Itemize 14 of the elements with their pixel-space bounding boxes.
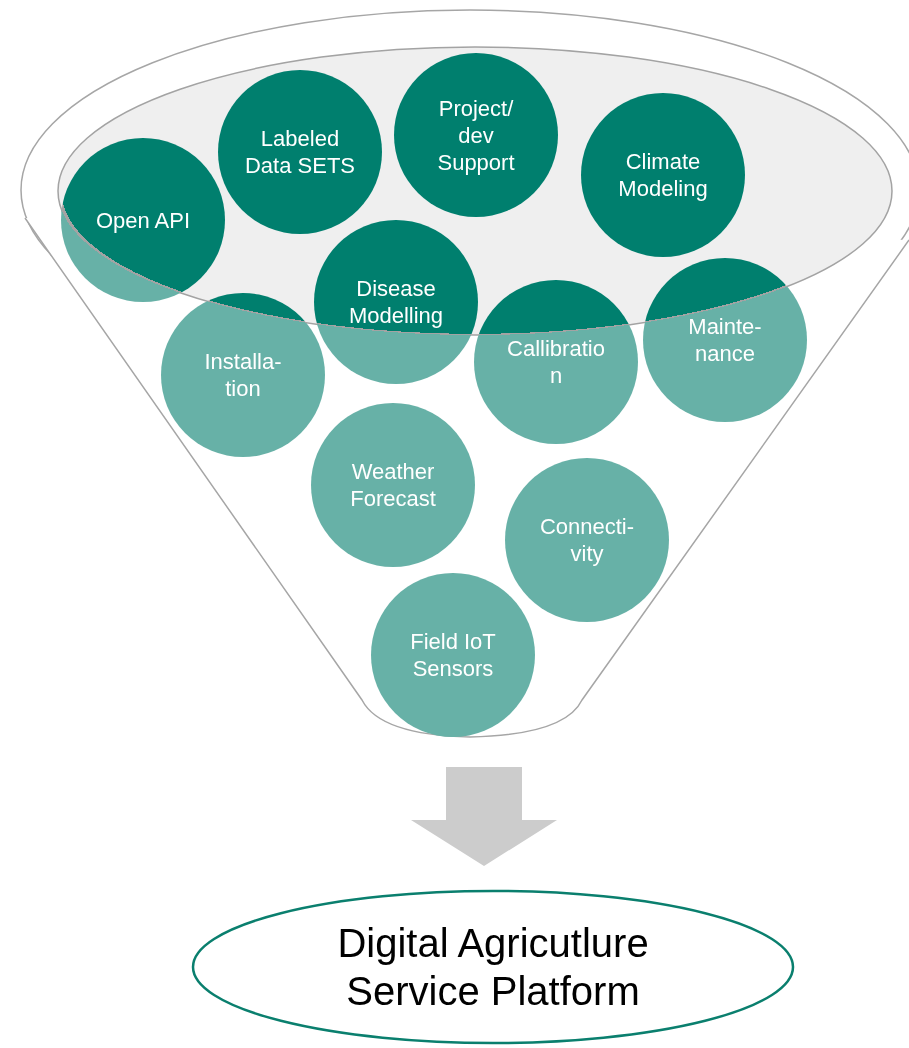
platform-ellipse [191, 889, 795, 1045]
circle-label: Callibratio n [506, 335, 606, 389]
circle-label: Installa- tion [203, 348, 283, 402]
circle-label: Open API [94, 206, 192, 234]
platform-title: Digital Agricutlure Service Platform [336, 920, 650, 1015]
block-arrow [411, 767, 557, 866]
circle-label: Weather Forecast [349, 458, 437, 512]
circle-label: Connecti- vity [538, 513, 636, 567]
circle-label: Disease Modelling [347, 275, 445, 329]
circle-label: Project/ dev Support [436, 94, 516, 176]
circle-label: Mainte- nance [687, 313, 763, 367]
circle-label: Field IoT Sensors [409, 628, 497, 682]
circle-label: Climate Modeling [617, 148, 709, 202]
circle-label: Labeled Data SETS [243, 125, 356, 179]
